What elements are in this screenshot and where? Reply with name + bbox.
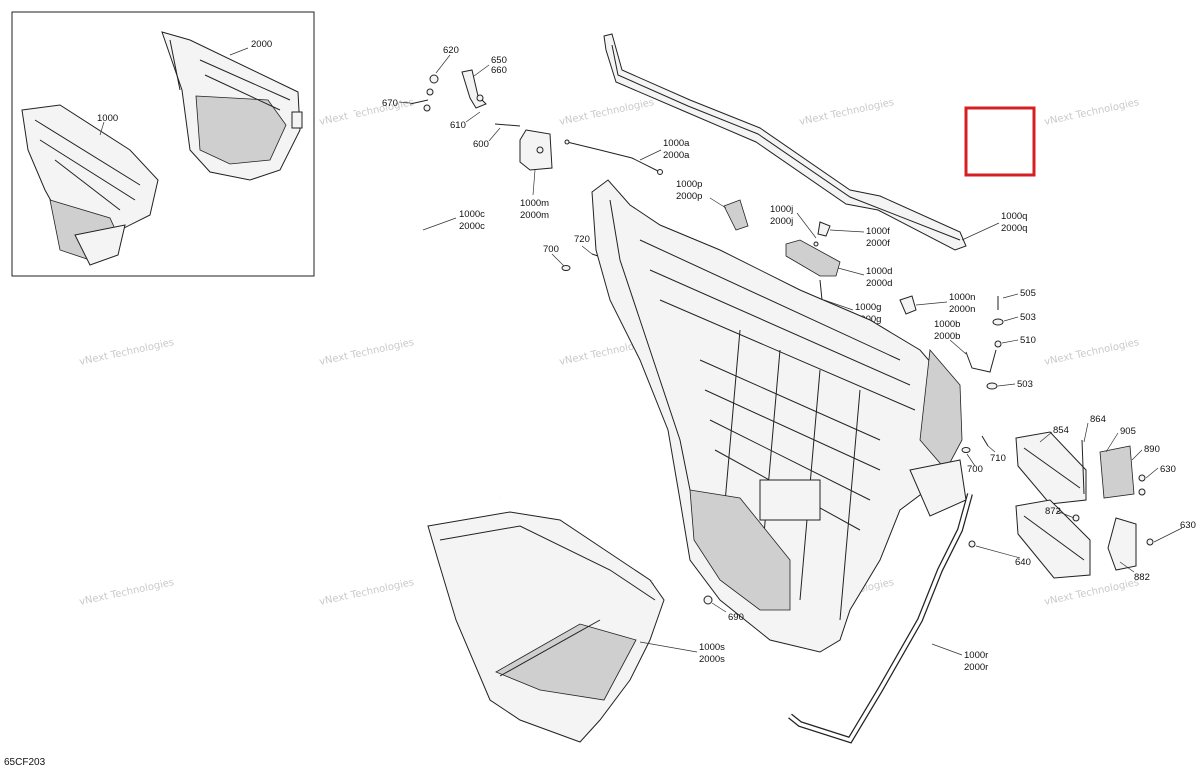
label-905: 905 xyxy=(1120,426,1136,437)
label-710: 710 xyxy=(990,453,1006,464)
label-1000j: 1000j xyxy=(770,204,793,215)
label-2000a: 2000a xyxy=(663,150,690,161)
label-864: 864 xyxy=(1090,414,1106,425)
door-frame-assembly[interactable] xyxy=(591,179,967,653)
label-2000j: 2000j xyxy=(770,216,793,227)
label-1000b: 1000b xyxy=(934,319,960,330)
label-1000g: 1000g xyxy=(855,302,881,313)
label-2000m: 2000m xyxy=(520,210,549,221)
label-inset-1000: 1000 xyxy=(97,113,118,124)
label-720: 720 xyxy=(574,234,590,245)
label-2000r: 2000r xyxy=(964,662,988,673)
watermark: vNext Technologies xyxy=(1043,577,1140,608)
label-2000p: 2000p xyxy=(676,191,702,202)
label-505: 505 xyxy=(1020,288,1036,299)
latch-hardware-cluster[interactable]: 620 650 660 670 610 600 1000m 2000m xyxy=(382,45,553,221)
watermark: vNext Technologies xyxy=(78,337,175,368)
label-1000f: 1000f xyxy=(866,226,890,237)
inset-overview[interactable]: 2000 1000 xyxy=(11,11,315,277)
label-2000n: 2000n xyxy=(949,304,975,315)
label-2000s: 2000s xyxy=(699,654,725,665)
label-1000q: 1000q xyxy=(1001,211,1027,222)
screw-690[interactable]: 690 xyxy=(703,595,744,623)
seal-strip-1000r[interactable]: 1000r 2000r xyxy=(788,493,988,744)
lower-panel-1000s[interactable]: 1000s 2000s xyxy=(427,511,725,743)
highlight-box xyxy=(964,106,1036,177)
label-620: 620 xyxy=(443,45,459,56)
label-690: 690 xyxy=(728,612,744,623)
label-510: 510 xyxy=(1020,335,1036,346)
label-700-right: 700 xyxy=(967,464,983,475)
label-630-bottom: 630 xyxy=(1180,520,1196,531)
watermark: vNext Technologies xyxy=(318,337,415,368)
striker-hardware-group[interactable]: 1000n 2000n 1000b 2000b 505 503 510 503 xyxy=(899,288,1036,390)
label-1000d: 1000d xyxy=(866,266,892,277)
label-1000a: 1000a xyxy=(663,138,690,149)
diagram-reference-code: 65CF203 xyxy=(4,757,46,768)
label-503-top: 503 xyxy=(1020,312,1036,323)
label-640: 640 xyxy=(1015,557,1031,568)
label-700-top: 700 xyxy=(543,244,559,255)
seal-strip-1000q[interactable]: 1000q 2000q xyxy=(603,33,1027,251)
label-630-top: 630 xyxy=(1160,464,1176,475)
label-1000p: 1000p xyxy=(676,179,702,190)
watermark: vNext Technologies xyxy=(1043,97,1140,128)
screw-group-710[interactable]: 700 710 xyxy=(961,435,1006,475)
watermark: vNext Technologies xyxy=(798,97,895,128)
label-610: 610 xyxy=(450,120,466,131)
label-660: 660 xyxy=(491,65,507,76)
watermark: vNext Technologies xyxy=(1043,337,1140,368)
label-2000c: 2000c xyxy=(459,221,485,232)
label-2000f: 2000f xyxy=(866,238,890,249)
label-890: 890 xyxy=(1144,444,1160,455)
label-1000s: 1000s xyxy=(699,642,725,653)
watermark: vNext Technologies xyxy=(558,97,655,128)
label-2000q: 2000q xyxy=(1001,223,1027,234)
label-1000r: 1000r xyxy=(964,650,988,661)
label-1000m: 1000m xyxy=(520,198,549,209)
label-872: 872 xyxy=(1045,506,1061,517)
label-670: 670 xyxy=(382,98,398,109)
label-2000d: 2000d xyxy=(866,278,892,289)
label-882: 882 xyxy=(1134,572,1150,583)
label-1000c: 1000c xyxy=(459,209,485,220)
watermark: vNext Technologies xyxy=(78,577,175,608)
seal-strip-1000c[interactable]: 1000c 2000c xyxy=(346,85,501,500)
cable-1000a[interactable]: 1000a 2000a xyxy=(564,138,690,175)
hinge-hardware-group[interactable]: 854 864 905 890 630 872 630 640 882 xyxy=(968,414,1196,583)
screw-group-720[interactable]: 700 720 xyxy=(543,234,599,271)
watermark: vNext Technologies xyxy=(318,577,415,608)
label-1000n: 1000n xyxy=(949,292,975,303)
handle-1000p[interactable]: 1000p 2000p xyxy=(676,179,749,231)
label-2000b: 2000b xyxy=(934,331,960,342)
label-inset-2000: 2000 xyxy=(251,39,272,50)
label-854: 854 xyxy=(1053,425,1069,436)
label-650: 650 xyxy=(491,55,507,66)
label-600: 600 xyxy=(473,139,489,150)
watermark: vNext Technologies xyxy=(318,97,415,128)
label-503-bottom: 503 xyxy=(1017,379,1033,390)
